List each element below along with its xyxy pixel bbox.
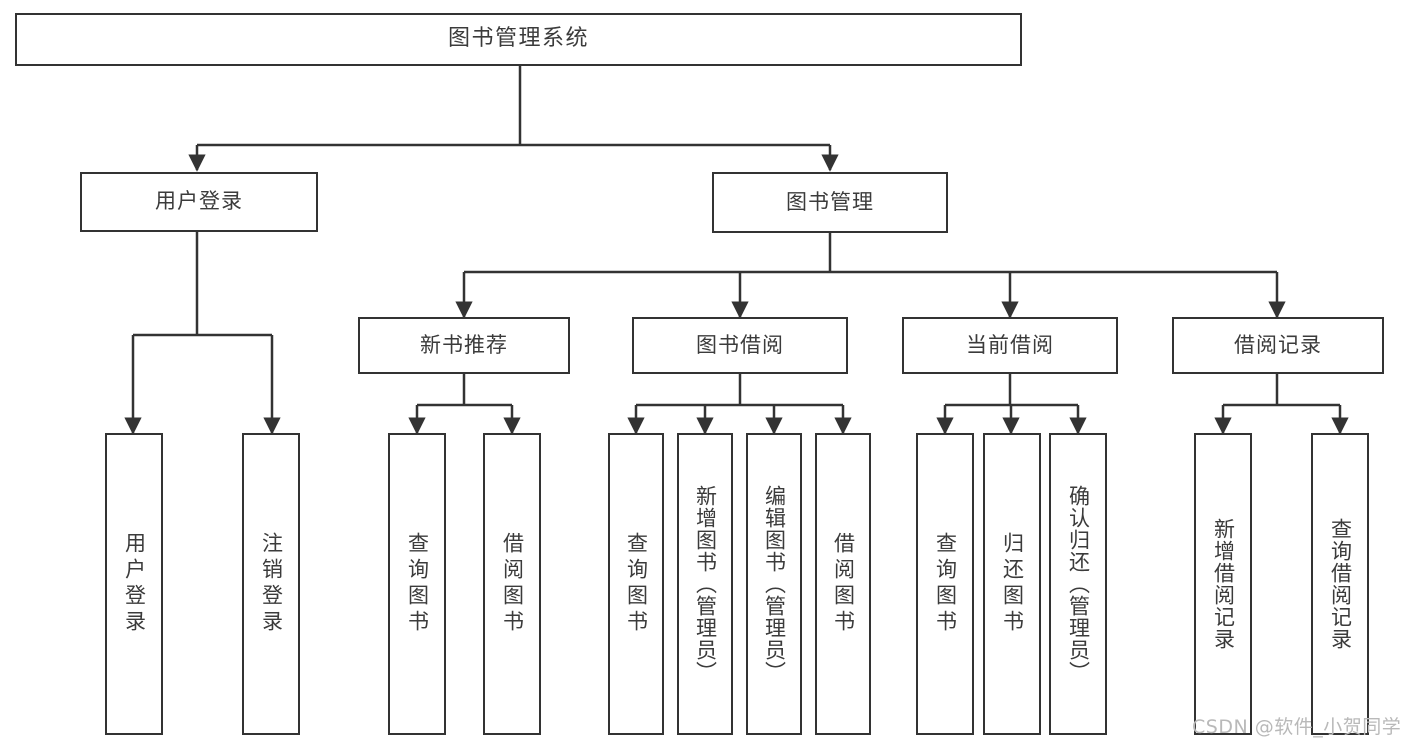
node-book-borrow[interactable]: 图书借阅 xyxy=(632,317,848,374)
leaf-new-book-borrow[interactable]: 借阅图书 xyxy=(483,433,541,735)
leaf-new-book-query[interactable]: 查询图书 xyxy=(388,433,446,735)
leaf-user-login-signin[interactable]: 用户登录 xyxy=(105,433,163,735)
csdn-watermark: CSDN @软件_小贺同学 xyxy=(1192,716,1402,738)
node-new-book-recommend[interactable]: 新书推荐 xyxy=(358,317,570,374)
leaf-borrow-record-query[interactable]: 查询借阅记录 xyxy=(1311,433,1369,735)
leaf-borrow-record-add[interactable]: 新增借阅记录 xyxy=(1194,433,1252,735)
leaf-user-login-signout[interactable]: 注销登录 xyxy=(242,433,300,735)
node-book-manage[interactable]: 图书管理 xyxy=(712,172,948,233)
leaf-current-borrow-query[interactable]: 查询图书 xyxy=(916,433,974,735)
node-root-system[interactable]: 图书管理系统 xyxy=(15,13,1022,66)
leaf-book-borrow-lend[interactable]: 借阅图书 xyxy=(815,433,871,735)
leaf-current-borrow-confirm-return[interactable]: 确认归还（管理员） xyxy=(1049,433,1107,735)
node-user-login[interactable]: 用户登录 xyxy=(80,172,318,232)
leaf-current-borrow-return[interactable]: 归还图书 xyxy=(983,433,1041,735)
leaf-book-borrow-edit[interactable]: 编辑图书（管理员） xyxy=(746,433,802,735)
node-borrow-record[interactable]: 借阅记录 xyxy=(1172,317,1384,374)
leaf-book-borrow-add[interactable]: 新增图书（管理员） xyxy=(677,433,733,735)
node-current-borrow[interactable]: 当前借阅 xyxy=(902,317,1118,374)
leaf-book-borrow-query[interactable]: 查询图书 xyxy=(608,433,664,735)
